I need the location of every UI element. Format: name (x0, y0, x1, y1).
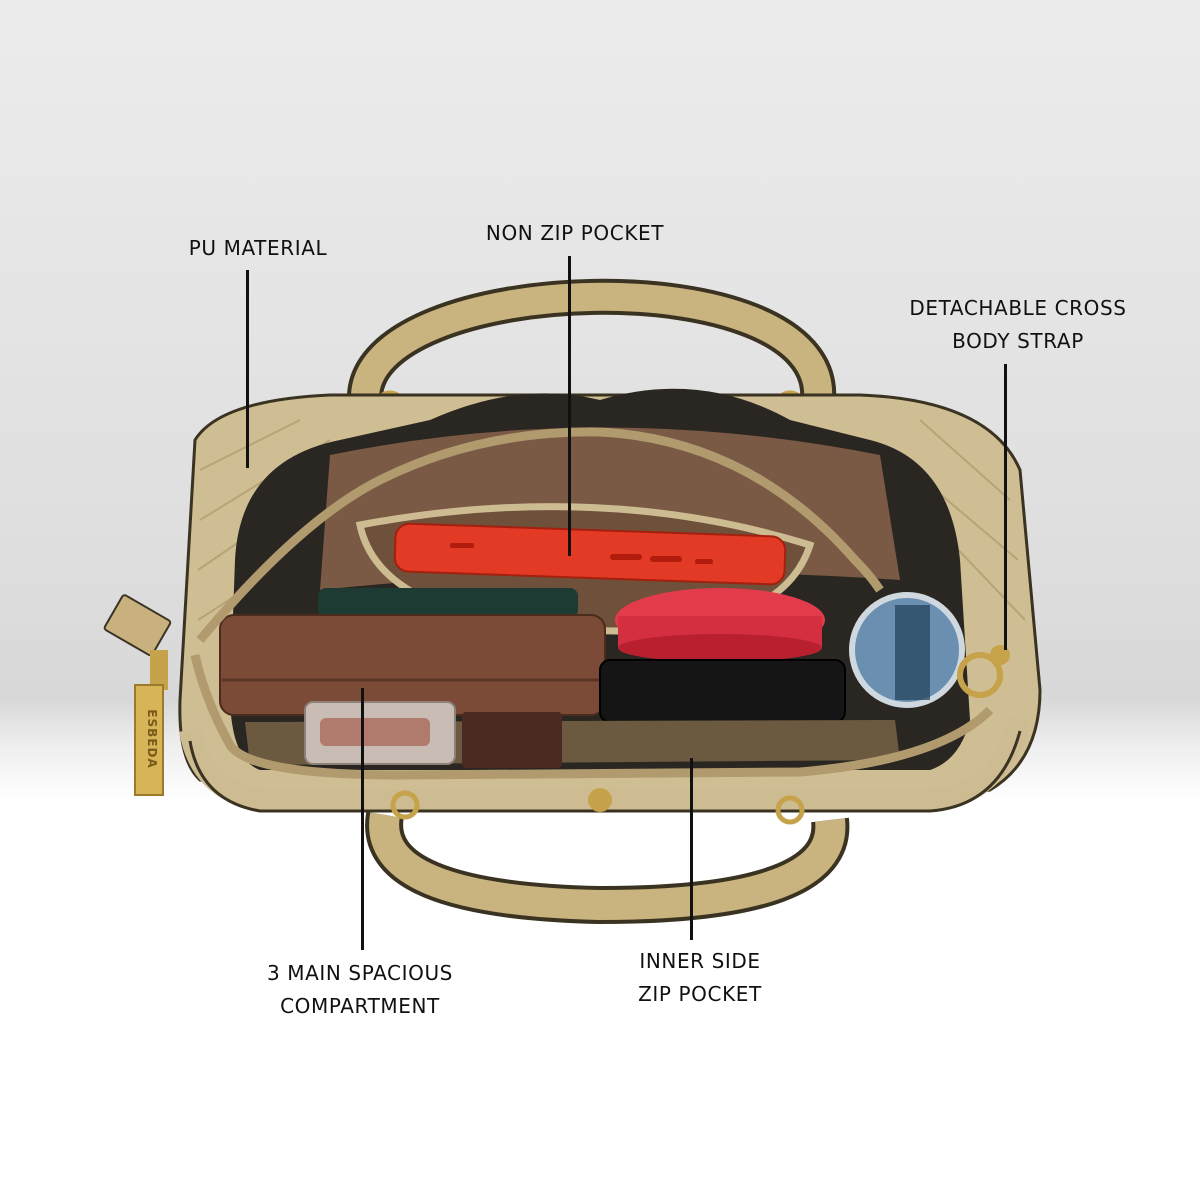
strap-clip (957, 652, 1003, 698)
zip-pull (150, 650, 168, 690)
brand-tag (134, 684, 164, 796)
phone-buttons (450, 543, 713, 564)
power-bank (599, 659, 846, 723)
zip-tab (103, 594, 172, 657)
main-compartment-leader (361, 688, 364, 950)
front-handle (369, 812, 846, 921)
inner-zip-pocket-leader (690, 758, 693, 940)
inner-zip-pocket-line1: INNER SIDE (639, 949, 761, 973)
pu-material-leader (246, 270, 249, 468)
main-compartment-label: 3 MAIN SPACIOUS COMPARTMENT (250, 957, 470, 1023)
cross-body-strap-line2: BODY STRAP (952, 329, 1084, 353)
cross-body-strap-line1: DETACHABLE CROSS (909, 296, 1127, 320)
non-zip-pocket-label: NON ZIP POCKET (485, 221, 665, 245)
main-compartment-line2: COMPARTMENT (280, 994, 440, 1018)
back-handle (350, 282, 833, 402)
inner-zip-pocket-line2: ZIP POCKET (638, 982, 762, 1006)
zip-tape-bottom (190, 654, 994, 780)
cross-body-strap-label: DETACHABLE CROSS BODY STRAP (898, 292, 1138, 358)
nail-polish (462, 712, 562, 768)
brand-tag-text: ESBEDA (145, 709, 159, 769)
phone (393, 522, 787, 586)
non-zip-pocket-leader (568, 256, 571, 556)
cross-body-strap-leader (1004, 364, 1007, 650)
main-compartment-line1: 3 MAIN SPACIOUS (267, 961, 453, 985)
inner-zip-pocket-label: INNER SIDE ZIP POCKET (610, 945, 790, 1011)
front-rim (179, 716, 1031, 811)
pu-material-label: PU MATERIAL (188, 236, 328, 260)
green-item (318, 588, 578, 618)
wallet (219, 614, 606, 716)
